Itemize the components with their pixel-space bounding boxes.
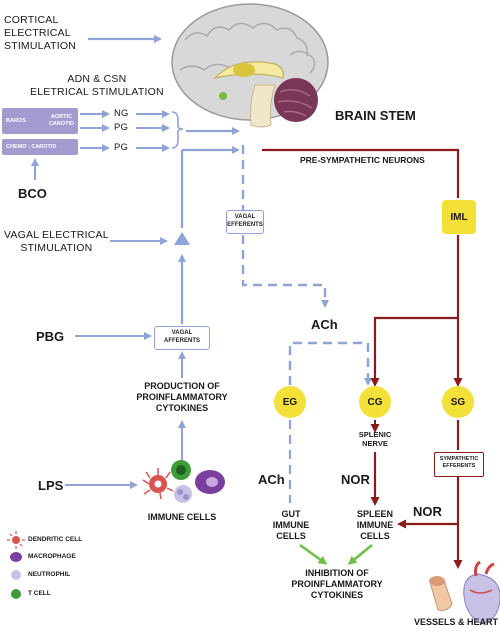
bco-label: BCO (18, 186, 47, 201)
lps-label: LPS (38, 478, 64, 493)
nor-spleen-label: NOR (341, 472, 370, 487)
pre-sympathetic-path (262, 148, 460, 198)
chemo-carotid-label: CHEMO : CAROTID (6, 144, 57, 150)
spleen-immune-label: SPLEEN IMMUNE CELLS (356, 509, 394, 541)
legend-macrophage: MACROPHAGE (28, 553, 76, 560)
gut-inhibit-arrow (299, 543, 328, 565)
cortical-stimulation-label: CORTICAL ELECTRICAL STIMULATION (4, 14, 77, 52)
vagal-afferents-box: VAGAL AFFERENTS (154, 326, 210, 350)
legend-neutrophil: NEUTROPHIL (28, 571, 71, 578)
sympathetic-efferents-box: SYMPATHETIC EFFERENTS (434, 452, 484, 477)
pbg-label: PBG (36, 329, 65, 344)
ng-label: NG (114, 108, 129, 119)
legend-dendritic: DENDRITIC CELL (28, 536, 83, 543)
iml-to-cg-path (370, 316, 458, 387)
vagal-efferent-path (241, 145, 329, 308)
splenic-nerve-label: SPLENIC NERVE (358, 430, 392, 448)
ach-top-label: ACh (311, 317, 338, 332)
bracket (171, 111, 184, 149)
ach-gut-label: ACh (258, 472, 285, 487)
vagal-stimulation-label: VAGAL ELECTRICAL STIMULATION (4, 229, 109, 254)
vagal-efferents-box: VAGAL EFFERENTS (226, 210, 264, 234)
chemo-box: CHEMO : CAROTID (2, 139, 78, 155)
eg-node: EG (274, 386, 306, 418)
pg2-label: PG (114, 142, 129, 153)
aortic-carotid-label: AORTIC CAROTID (48, 114, 74, 127)
adn-csn-label: ADN & CSN ELETRICAL STIMULATION (30, 73, 164, 98)
pre-sympathetic-label: PRE-SYMPATHETIC NEURONS (300, 155, 425, 165)
cg-node: CG (359, 386, 391, 418)
ach-branch-path (288, 341, 372, 386)
baros-box: BAROS AORTIC CAROTID (2, 108, 78, 134)
gut-immune-label: GUT IMMUNE CELLS (272, 509, 310, 541)
spleen-inhibit-arrow (347, 543, 373, 565)
production-label: PRODUCTION OF PROINFLAMMATORY CYTOKINES (136, 381, 228, 413)
immune-cells-label: IMMUNE CELLS (147, 512, 217, 522)
node-triangle (174, 232, 190, 245)
legend-icons (7, 531, 25, 599)
brain-illustration (171, 3, 329, 128)
baros-label: BAROS (6, 118, 26, 124)
sg-node: SG (442, 386, 474, 418)
nor-vessels-label: NOR (413, 504, 442, 519)
inhibition-label: INHIBITION OF PROINFLAMMATORY CYTOKINES (291, 568, 383, 600)
legend-tcell: T CELL (28, 590, 51, 597)
vessels-heart-label: VESSELS & HEART (413, 617, 498, 627)
vessels-heart-illustration (429, 560, 500, 625)
immune-cell-cluster (142, 460, 225, 503)
iml-node: IML (442, 200, 476, 234)
brain-stem-label: BRAIN STEM (335, 108, 416, 123)
pg1-label: PG (114, 122, 129, 133)
